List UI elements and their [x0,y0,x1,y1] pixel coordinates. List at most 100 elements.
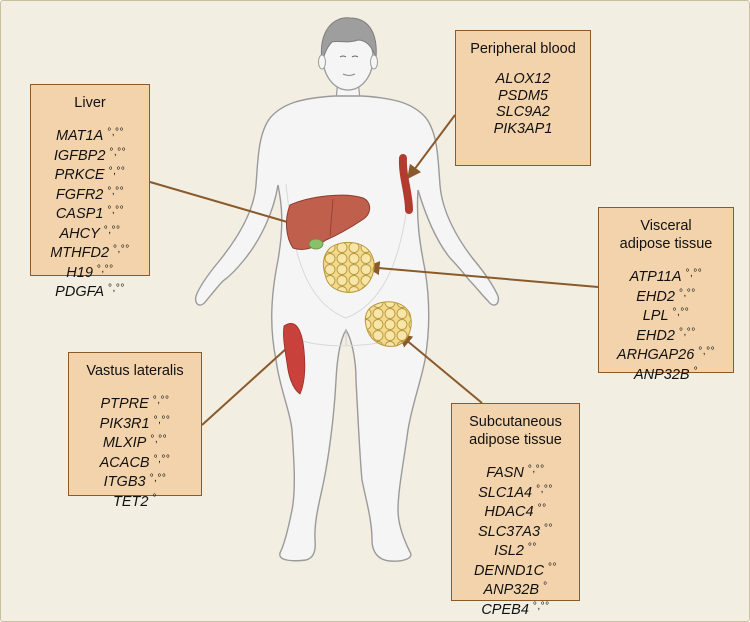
gene-row: TET2° [69,491,201,511]
gene-name: DENND1C [473,562,545,579]
significance-mark: °,°° [150,434,168,445]
gene-row: ISL2°° [452,540,579,560]
subcutaneous-fat-icon [364,301,412,347]
gene-row: SLC9A2 [456,104,590,121]
gene-row: ANP32B° [599,364,733,384]
gene-row: PDGFA°,°° [31,281,149,301]
gene-row: H19°,°° [31,262,149,282]
peripheral-blood-title-line: Peripheral blood [470,41,576,57]
gene-row: FGFR2°,°° [31,184,149,204]
gene-row: CASP1°,°° [31,203,149,223]
gene-name: EHD2 [636,327,675,344]
significance-mark: °° [544,522,554,534]
gene-row: HDAC4°° [452,501,579,521]
significance-mark: °° [548,561,558,573]
gene-name: ARHGAP26 [616,347,695,363]
significance-mark: ° [543,581,548,592]
vastus-lateralis-title: Vastus lateralis [69,362,201,380]
gene-name: ANP32B [483,582,540,598]
gene-row: ALOX12 [456,71,590,88]
gene-row: IGFBP2°,°° [31,145,149,165]
gene-row: ACACB°,°° [69,452,201,472]
significance-mark: ° [693,365,699,377]
vastus-lateralis-title-line: Vastus lateralis [86,363,184,379]
significance-mark: °° [537,503,547,514]
gene-name: ATP11A [629,269,682,285]
gene-name: IGFBP2 [53,147,106,164]
gene-row: SLC1A4°,°° [452,482,579,502]
gene-name: MLXIP [102,435,147,451]
significance-mark: °,°° [109,146,127,158]
gene-name: SLC37A3 [477,523,541,540]
liver-title-line: Liver [74,95,106,111]
arrow-peripheral-blood [407,114,456,180]
significance-mark: °,°° [698,346,716,357]
thigh-muscle-icon [283,323,306,395]
gene-row: PTPRE°,°° [69,393,201,413]
gene-name: EHD2 [636,288,675,305]
subcutaneous-adipose-gene-list: FASN°,°° SLC1A4°,°° HDAC4°° SLC37A3°° IS… [452,462,579,618]
gene-row: FASN°,°° [452,462,579,482]
visceral-adipose-gene-list: ATP11A°,°° EHD2°,°° LPL°,°° EHD2°,°° ARH… [599,266,733,383]
gene-name: SLC9A2 [495,104,550,120]
gene-row: PIK3AP1 [456,121,590,138]
gene-name: MAT1A [55,128,104,144]
gene-row: MLXIP°,°° [69,432,201,452]
gene-name: ISL2 [494,543,524,559]
gallbladder-icon [308,238,324,250]
gene-row: AHCY°,°° [31,223,149,243]
subcutaneous-adipose-title-line-2: adipose tissue [469,432,562,448]
subcutaneous-adipose-title-line-1: Subcutaneous [469,414,562,430]
visceral-adipose-title-line-1: Visceral [640,218,692,234]
significance-mark: °,°° [96,263,114,275]
liver-organ-icon [285,194,371,250]
significance-mark: °,°° [532,600,550,612]
significance-mark: °° [527,542,537,553]
gene-name: FASN [486,465,524,481]
significance-mark: °,°° [108,166,126,177]
significance-mark: °,°° [685,268,703,279]
gene-row: PRKCE°,°° [31,164,149,184]
gene-name: MTHFD2 [50,245,110,261]
gene-row: PIK3R1°,°° [69,413,201,433]
gene-row: DENND1C°° [452,560,579,580]
significance-mark: °,°° [107,185,125,197]
significance-mark: ° [152,492,157,504]
gene-row: ATP11A°,°° [599,266,733,286]
gene-row: LPL°,°° [599,305,733,325]
visceral-adipose-title: Visceral adipose tissue [599,217,733,253]
gene-row: PSDM5 [456,88,590,105]
gene-row: SLC37A3°° [452,521,579,541]
liver-gene-list: MAT1A°,°° IGFBP2°,°° PRKCE°,°° FGFR2°,°°… [31,125,149,301]
liver-title: Liver [31,94,149,112]
gene-name: ANP32B [633,366,690,383]
peripheral-blood-gene-list: ALOX12 PSDM5 SLC9A2 PIK3AP1 [456,71,590,137]
significance-mark: °,°° [678,287,696,299]
significance-mark: °,°° [107,127,125,138]
significance-mark: °,°° [152,395,170,406]
significance-mark: °,°° [113,244,130,255]
significance-mark: °,°° [527,464,545,475]
arrow-liver [149,181,310,232]
significance-mark: °,°° [678,326,696,338]
significance-mark: °,°° [672,307,690,318]
significance-mark: °,°° [107,205,125,216]
arrow-subcutaneous [397,333,483,404]
gene-row: MTHFD2°,°° [31,242,149,262]
liver-ligament [329,198,334,237]
gene-row: ARHGAP26°,°° [599,344,733,364]
gene-row: EHD2°,°° [599,286,733,306]
gene-name: PIK3AP1 [493,120,553,137]
significance-mark: °,°° [153,414,171,426]
gene-name: SLC1A4 [478,484,533,501]
gene-name: ITGB3 [103,474,146,490]
gene-row: ANP32B° [452,579,579,599]
peripheral-blood-title: Peripheral blood [456,40,590,58]
gene-name: ACACB [99,454,150,471]
visceral-fat-icon [322,242,375,293]
gene-name: TET2 [113,493,149,510]
significance-mark: °,°° [108,283,125,294]
significance-mark: °,°° [149,473,167,484]
arrow-vastus [201,337,300,426]
